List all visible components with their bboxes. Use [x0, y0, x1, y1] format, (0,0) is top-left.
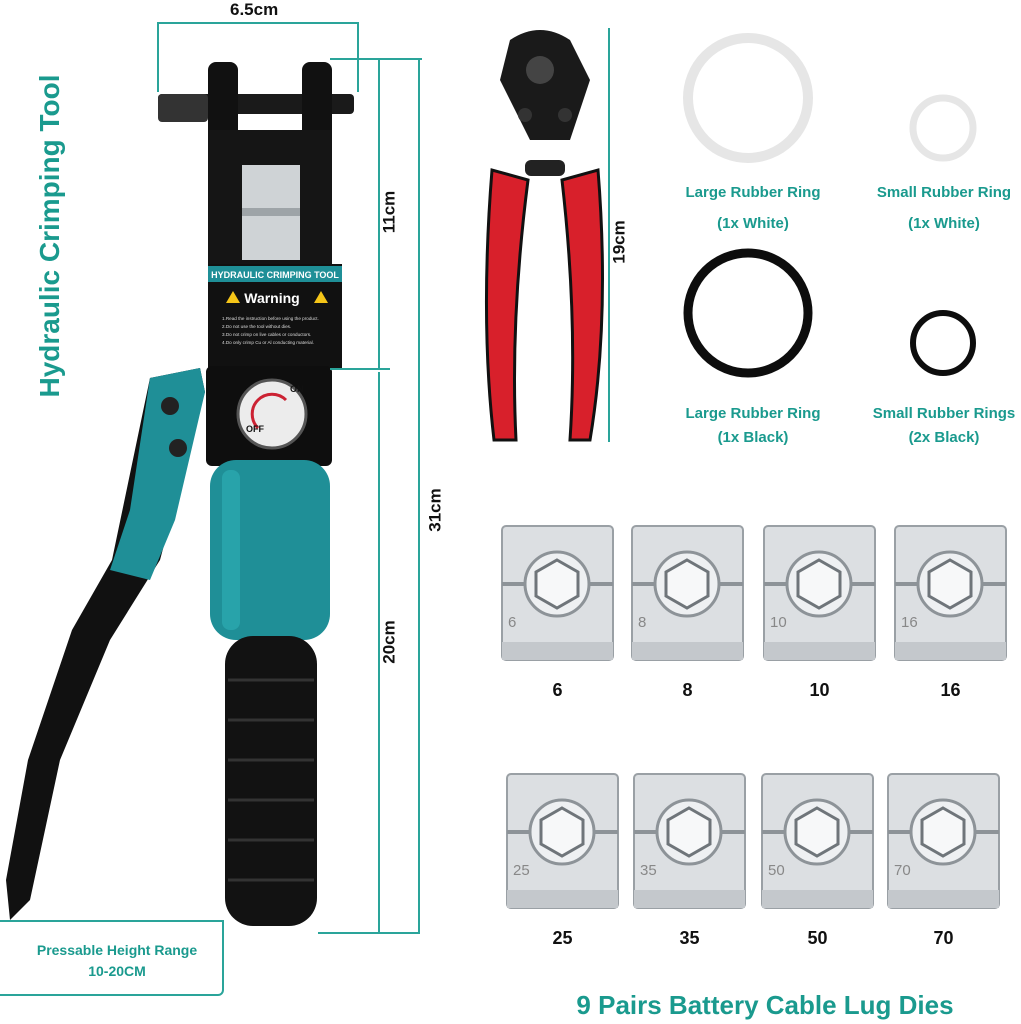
die-size-stamp: 10 — [770, 614, 787, 631]
ring-qty: (2x Black) — [908, 429, 980, 446]
small-white-ring — [909, 94, 977, 162]
die-block — [506, 773, 619, 909]
die-label: 16 — [940, 680, 961, 700]
dim-head-height: 11cm — [379, 190, 399, 234]
die-size-stamp: 8 — [638, 614, 647, 631]
warning-text: Warning — [244, 290, 299, 306]
dim-line — [357, 22, 359, 92]
bolt-knurl — [158, 94, 208, 122]
die-size-stamp: 70 — [894, 862, 911, 879]
band-text: HYDRAULIC CRIMPING TOOL — [211, 270, 339, 280]
die-size-stamp: 25 — [513, 862, 530, 879]
die-label: 70 — [933, 928, 954, 948]
dim-total-height: 31cm — [425, 488, 445, 532]
die-70: 70 — [886, 772, 1001, 910]
die-16: 16 — [893, 524, 1008, 662]
die-block — [631, 525, 744, 661]
die-block — [761, 773, 874, 909]
ring-label-small-white: Small Rubber Ring (1x White) — [858, 177, 1021, 239]
cutter-handle-left — [484, 168, 530, 442]
pump-handle-teal — [110, 368, 205, 580]
valve-off-text: OFF — [246, 424, 264, 434]
die-label: 25 — [552, 928, 573, 948]
die-block — [887, 773, 1000, 909]
cable-cutter-image — [484, 30, 604, 442]
dim-line — [157, 22, 159, 92]
die-size-stamp: 35 — [640, 862, 657, 879]
ring-name: Small Rubber Rings — [872, 405, 1016, 422]
die-label: 8 — [682, 680, 693, 700]
die-50: 50 — [760, 772, 875, 910]
die-25: 25 — [505, 772, 620, 910]
ring-name: Large Rubber Ring — [685, 184, 821, 201]
rubber-grip — [225, 636, 317, 926]
cutter-head — [500, 30, 590, 140]
die-size-stamp: 16 — [901, 614, 918, 631]
dim-cutter-height: 19cm — [609, 220, 629, 264]
dim-handle-height: 20cm — [379, 620, 399, 664]
die-35: 35 — [632, 772, 747, 910]
warning-line-1: 1.Read the instruction before using the … — [222, 316, 319, 321]
dim-jaw-width: 6.5cm — [230, 0, 279, 19]
warning-line-3: 3.Do not crimp on live cables or conduct… — [222, 332, 311, 337]
ring-name: Small Rubber Ring — [876, 184, 1012, 201]
die-label: 10 — [809, 680, 830, 700]
dim-line — [378, 58, 380, 368]
valve-on-text: ON — [290, 384, 304, 394]
die-block — [763, 525, 876, 661]
dim-line — [330, 368, 390, 370]
crimping-tool-image: HYDRAULIC CRIMPING TOOL Warning 1.Read t… — [6, 62, 354, 926]
ring-label-small-black: Small Rubber Rings (2x Black) — [858, 402, 1021, 450]
press-range-box — [0, 920, 224, 996]
die-size-stamp: 50 — [768, 862, 785, 879]
ring-qty: (1x White) — [717, 215, 789, 232]
small-black-ring — [910, 310, 976, 376]
rubber-rings-image — [683, 33, 977, 378]
release-valve-knob — [236, 378, 308, 450]
press-range-line2: 10-20CM — [88, 963, 146, 979]
dim-line — [378, 372, 380, 932]
dim-line — [318, 932, 418, 934]
ring-label-large-black: Large Rubber Ring (1x Black) — [660, 402, 846, 450]
dim-line — [157, 22, 359, 24]
ring-qty: (1x Black) — [717, 429, 789, 446]
cutter-handle-right — [560, 168, 604, 442]
die-label: 35 — [679, 928, 700, 948]
dies-title: 9 Pairs Battery Cable Lug Dies — [576, 990, 954, 1020]
die-block — [894, 525, 1007, 661]
dim-line — [330, 58, 422, 60]
large-white-ring — [683, 33, 813, 163]
die-label: 50 — [807, 928, 828, 948]
ring-name: Large Rubber Ring — [685, 405, 821, 422]
die-8: 8 — [630, 524, 745, 662]
ring-qty: (1x White) — [908, 215, 980, 232]
die-label: 6 — [552, 680, 563, 700]
warning-line-2: 2.Do not use the tool without dies. — [222, 324, 291, 329]
dim-line — [418, 58, 420, 934]
die-6: 6 — [500, 524, 615, 662]
press-range-text: Pressable Height Range 10-20CM — [14, 940, 220, 982]
dim-line — [608, 28, 610, 442]
die-block — [501, 525, 614, 661]
die-block — [633, 773, 746, 909]
ring-label-large-white: Large Rubber Ring (1x White) — [660, 177, 846, 239]
warning-line-4: 4.Do only crimp Cu or Al conducting mate… — [222, 340, 314, 345]
die-10: 10 — [762, 524, 877, 662]
large-black-ring — [683, 248, 813, 378]
die-size-stamp: 6 — [508, 614, 517, 631]
press-range-line1: Pressable Height Range — [36, 942, 198, 958]
